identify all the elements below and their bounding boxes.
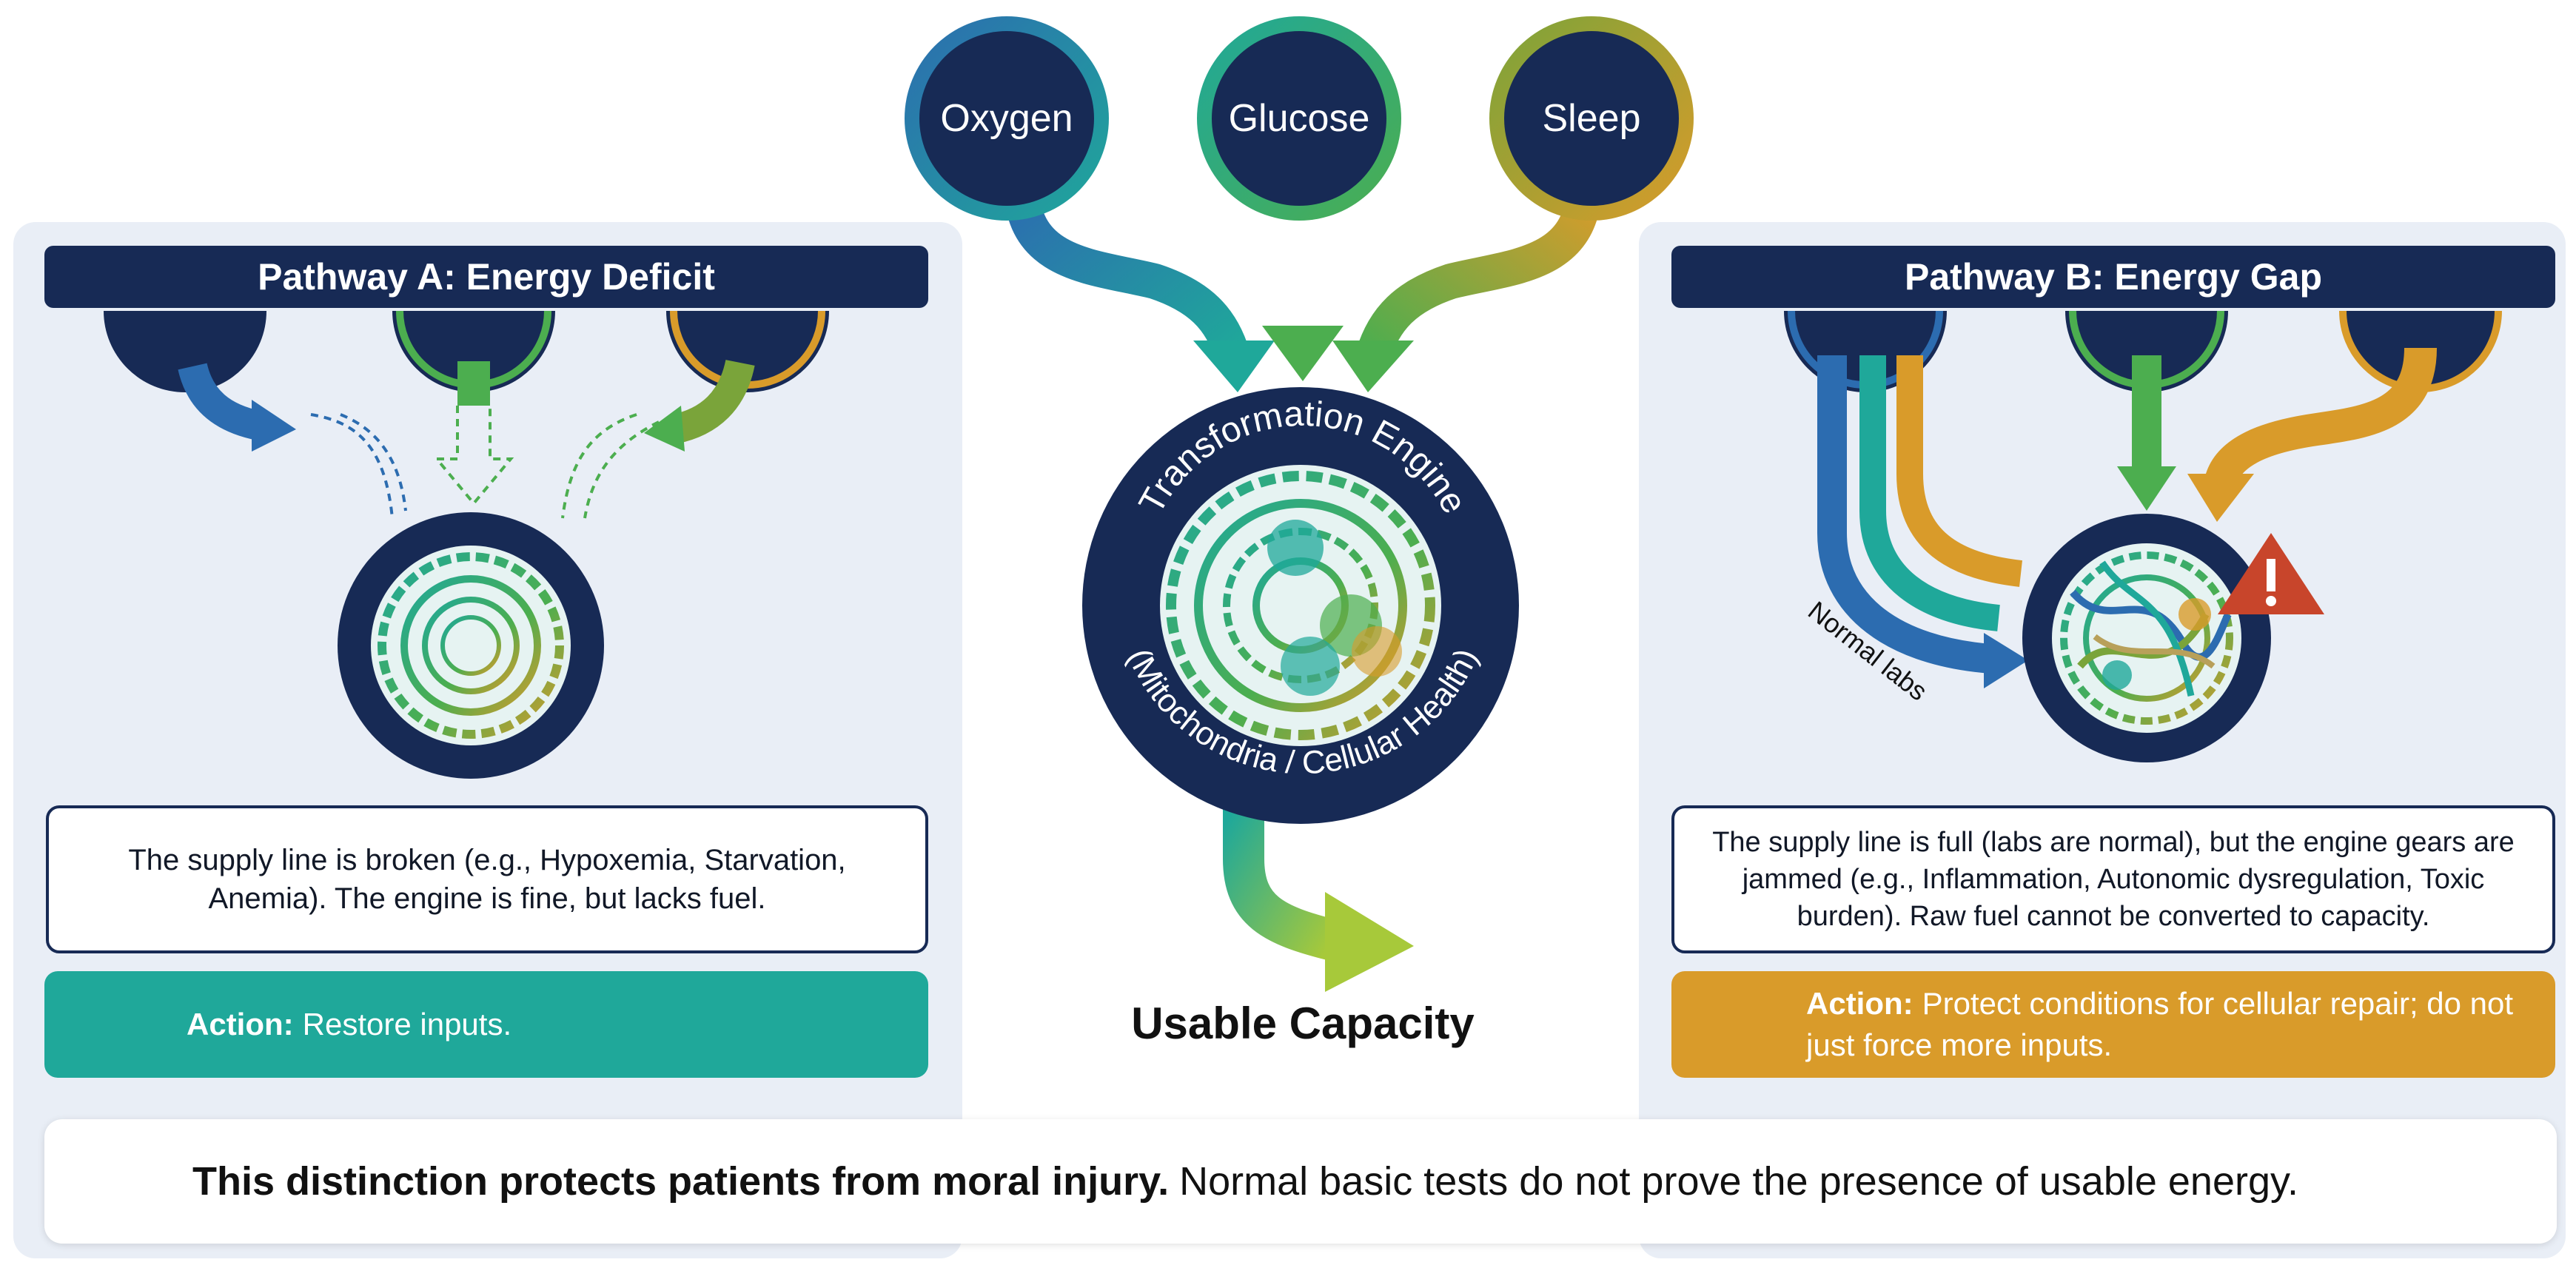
pathway-a-dashed-oxygen (310, 413, 394, 519)
pathway-b-glucose-arrowhead (2117, 466, 2176, 511)
pathway-a-action-prefix: Action: (187, 1007, 294, 1041)
pathway-b-jam-tangle (2093, 634, 2216, 669)
pathway-b-gear-middle (2083, 574, 2210, 702)
pathway-b-title: Pathway B: Energy Gap (1671, 246, 2555, 308)
engine-gear-middle (1194, 499, 1407, 712)
glucose-label: Glucose (1228, 97, 1370, 140)
glucose-arrowhead (1262, 326, 1344, 381)
pathway-b-action-text: Protect conditions for cellular repair; … (1806, 986, 2514, 1062)
oxygen-label: Oxygen (940, 97, 1073, 140)
pathway-b-engine-core (2052, 543, 2241, 733)
pathway-b-sleep-arrow (2204, 347, 2437, 486)
pathway-a-dashed-sleep (561, 413, 637, 519)
banner-bold-text: This distinction protects patients from … (192, 1159, 1170, 1204)
pathway-a-gear-inner (422, 597, 520, 694)
mitochondria-node (1352, 626, 1402, 677)
mitochondria-node (1267, 520, 1324, 576)
sleep-label: Sleep (1542, 97, 1641, 140)
pathway-b-jam-node (2102, 660, 2132, 690)
oxygen-arrowhead (1193, 341, 1275, 392)
pathway-a-oxygen-arrow (178, 362, 263, 440)
pathway-a-sleep-arrowhead (644, 406, 685, 452)
banner-text: Normal basic tests do not prove the pres… (1179, 1159, 2298, 1204)
pathway-a-gear-outer (378, 552, 564, 739)
pathway-b-jam-tangle (2099, 560, 2195, 697)
pathway-b-jam-node (2178, 598, 2211, 631)
sleep-flow-arrow (1356, 184, 1602, 361)
output-flow-arrow (1223, 792, 1338, 961)
oxygen-flow-arrow (1004, 184, 1250, 361)
sleep-arrowhead (1332, 341, 1414, 392)
bottom-banner: This distinction protects patients from … (44, 1119, 2557, 1244)
warning-triangle-mark (2267, 559, 2275, 591)
pathway-b-description: The supply line is full (labs are normal… (1671, 805, 2555, 953)
pathway-a-sleep-arrow (670, 359, 755, 444)
pathway-b-action-prefix: Action: (1806, 986, 1913, 1021)
engine-gear-outer (1166, 471, 1435, 740)
usable-capacity-label: Usable Capacity (1131, 999, 1475, 1048)
pathway-a-engine-core (371, 546, 571, 745)
mitochondria-node (1281, 637, 1340, 696)
pathway-b-jam-tangle (2077, 612, 2210, 669)
warning-triangle-dot (2266, 596, 2276, 606)
pathway-b-gold-arrow (1896, 355, 2023, 587)
pathway-b-action-bar: Action:Protect conditions for cellular r… (1671, 971, 2555, 1078)
pathway-a-action-text: Restore inputs. (302, 1007, 512, 1041)
pathway-a-gear-center (440, 615, 501, 676)
pathway-a-gear-middle (400, 575, 541, 716)
pathway-b-oxygen-arrowhead (1984, 633, 2028, 688)
pathway-a-description: The supply line is broken (e.g., Hypoxem… (46, 805, 928, 953)
pathway-b-teal-arrow (1859, 355, 2000, 631)
pathway-a-oxygen-arrowhead (252, 400, 296, 452)
pathway-a-dashed-glucose (433, 406, 514, 506)
pathway-a-glucose-stub (457, 361, 490, 406)
pathway-b-jam-tangle (2070, 589, 2232, 661)
pathway-b-sleep-arrowhead (2187, 474, 2254, 522)
oxygen-circle (919, 31, 1094, 206)
pathway-a-title: Pathway A: Energy Deficit (44, 246, 928, 308)
pathway-a-dashed-oxygen (340, 413, 407, 511)
pathway-a-dashed-sleep (583, 420, 660, 519)
output-arrowhead (1325, 892, 1414, 992)
sleep-circle (1504, 31, 1679, 206)
pathway-a-action-bar: Action:Restore inputs. (44, 971, 928, 1078)
glucose-circle (1212, 31, 1386, 206)
pathway-b-gear-outer (2060, 551, 2233, 725)
pathway-b-oxygen-arrow (1817, 355, 1993, 674)
pathway-a-oxygen-node (104, 311, 266, 392)
